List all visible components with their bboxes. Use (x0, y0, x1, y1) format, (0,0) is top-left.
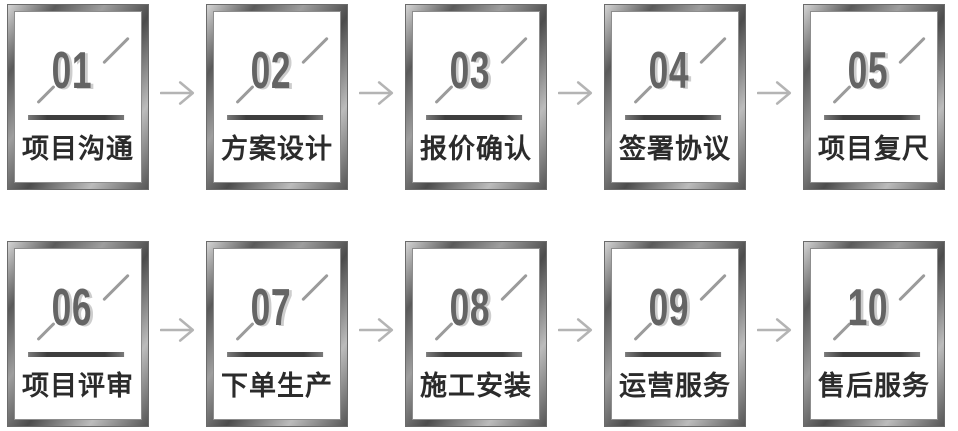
divider-line (625, 352, 722, 357)
step-card-07: 07 下单生产 (207, 242, 347, 426)
step-card-06: 06 项目评审 (8, 242, 148, 426)
step-number: 03 (449, 42, 491, 100)
divider-line (28, 352, 125, 357)
step-card-10: 10 售后服务 (804, 242, 944, 426)
step-number: 09 (648, 279, 690, 337)
step-card-face: 03 报价确认 (412, 11, 540, 183)
step-card-01: 01 项目沟通 (8, 5, 148, 189)
flow-row-2: 06 项目评审 07 下单生产 08 (8, 242, 944, 426)
step-number: 04 (648, 42, 690, 100)
step-card-face: 07 下单生产 (213, 248, 341, 420)
step-number: 05 (847, 42, 889, 100)
step-card-02: 02 方案设计 (207, 5, 347, 189)
step-label: 项目评审 (22, 371, 134, 401)
step-card-face: 09 运营服务 (611, 248, 739, 420)
divider-line (28, 115, 125, 120)
arrow-right-icon (557, 78, 594, 108)
arrow-right-icon (159, 315, 196, 345)
arrow-right-icon (557, 315, 594, 345)
divider-line (426, 352, 523, 357)
arrow-right-icon (756, 78, 793, 108)
divider-line (227, 352, 324, 357)
arrow-right-icon (756, 315, 793, 345)
step-card-face: 06 项目评审 (14, 248, 142, 420)
step-label: 售后服务 (818, 371, 930, 401)
step-label: 下单生产 (221, 371, 333, 401)
divider-line (824, 352, 921, 357)
step-card-03: 03 报价确认 (406, 5, 546, 189)
step-card-05: 05 项目复尺 (804, 5, 944, 189)
step-card-face: 02 方案设计 (213, 11, 341, 183)
step-card-face: 04 签署协议 (611, 11, 739, 183)
step-label: 签署协议 (619, 134, 731, 164)
step-number: 07 (250, 279, 292, 337)
arrow-right-icon (159, 78, 196, 108)
step-number: 10 (847, 279, 889, 337)
divider-line (227, 115, 324, 120)
step-card-face: 05 项目复尺 (810, 11, 938, 183)
step-number: 02 (250, 42, 292, 100)
step-card-04: 04 签署协议 (605, 5, 745, 189)
step-label: 施工安装 (420, 371, 532, 401)
divider-line (824, 115, 921, 120)
step-number: 08 (449, 279, 491, 337)
step-label: 报价确认 (420, 134, 532, 164)
step-label: 项目沟通 (22, 134, 134, 164)
step-label: 项目复尺 (818, 134, 930, 164)
divider-line (625, 115, 722, 120)
step-card-face: 08 施工安装 (412, 248, 540, 420)
arrow-right-icon (358, 315, 395, 345)
step-card-face: 01 项目沟通 (14, 11, 142, 183)
flow-row-1: 01 项目沟通 02 方案设计 03 (8, 5, 944, 189)
step-card-09: 09 运营服务 (605, 242, 745, 426)
step-label: 方案设计 (221, 134, 333, 164)
arrow-right-icon (358, 78, 395, 108)
step-label: 运营服务 (619, 371, 731, 401)
divider-line (426, 115, 523, 120)
step-number: 06 (51, 279, 93, 337)
step-number: 01 (51, 42, 93, 100)
step-card-face: 10 售后服务 (810, 248, 938, 420)
step-card-08: 08 施工安装 (406, 242, 546, 426)
